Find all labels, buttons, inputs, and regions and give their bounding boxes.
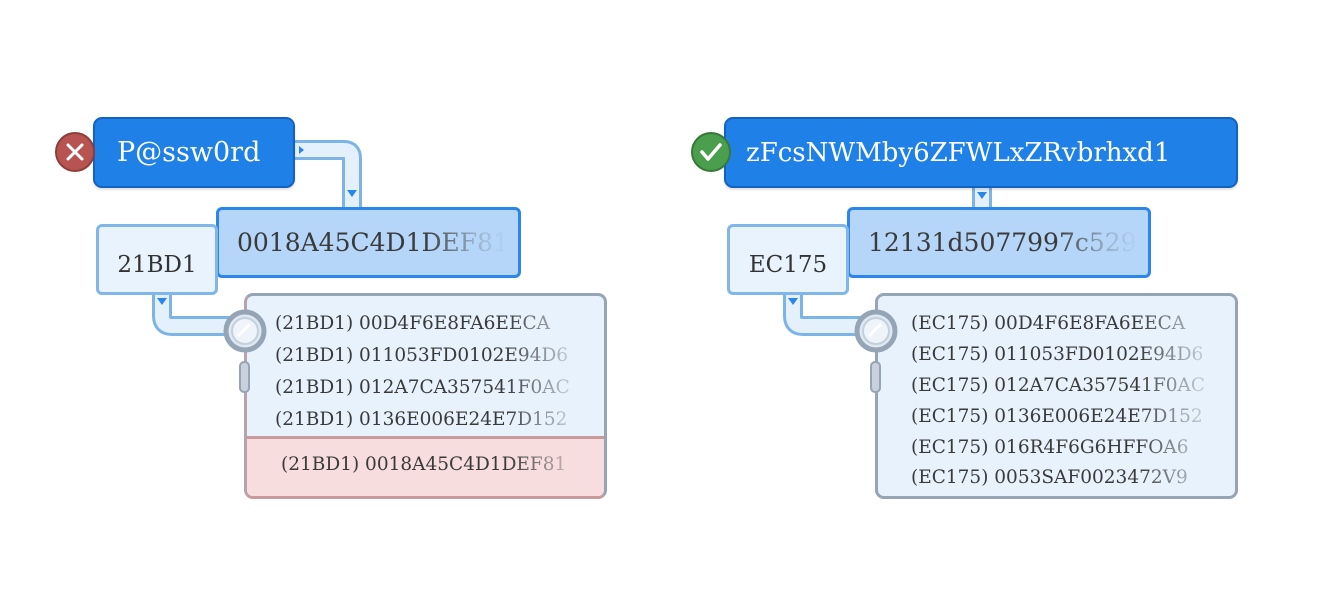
arrow-right-icon [299, 146, 304, 154]
arrow-down-icon [977, 192, 987, 199]
list-item: (EC175) 0053SAF0023472V9 [911, 467, 1188, 488]
password-text: P@ssw0rd [117, 137, 261, 168]
hash-lookup-list: (EC175) 00D4F6E8FA6EECA (EC175) 011053FD… [875, 293, 1238, 499]
list-item: (21BD1) 0136E006E24E7D152 [275, 409, 568, 430]
list-item: (EC175) 00D4F6E8FA6EECA [911, 313, 1186, 334]
salt-text: EC175 [748, 251, 828, 278]
matched-hash-text: (21BD1) 0018A45C4D1DEF81 [281, 454, 567, 475]
list-item: (EC175) 012A7CA357541F0AC [911, 375, 1205, 396]
hash-box: 12131d5077997c529 [847, 207, 1151, 278]
list-item: (EC175) 011053FD0102E94D6 [911, 344, 1204, 365]
matched-row: (21BD1) 0018A45C4D1DEF81 [247, 436, 604, 496]
magnifier-icon [854, 309, 898, 393]
connector-password-to-hash [294, 140, 362, 209]
password-box: zFcsNWMby6ZFWLxZRvbrhxd1 [724, 117, 1238, 188]
salt-box: 21BD1 [96, 224, 218, 295]
hash-text: 12131d5077997c529 [868, 228, 1137, 257]
connector-salt-to-search [152, 292, 232, 336]
x-icon [55, 132, 95, 172]
check-icon [691, 132, 731, 172]
hash-text: 0018A45C4D1DEF81 [237, 228, 507, 257]
hash-box: 0018A45C4D1DEF81 [216, 207, 521, 278]
arrow-down-icon [157, 298, 167, 305]
list-item: (21BD1) 011053FD0102E94D6 [275, 345, 569, 366]
list-item: (EC175) 0136E006E24E7D152 [911, 406, 1203, 427]
list-item: (21BD1) 012A7CA357541F0AC [275, 377, 570, 398]
connector-password-to-hash [972, 186, 992, 209]
salt-text: 21BD1 [117, 251, 197, 278]
connector-salt-to-search [783, 292, 863, 336]
salt-box: EC175 [727, 224, 849, 295]
hash-lookup-list: (21BD1) 00D4F6E8FA6EECA (21BD1) 011053FD… [244, 293, 607, 499]
magnifier-icon [223, 309, 267, 393]
list-item: (21BD1) 00D4F6E8FA6EECA [275, 313, 550, 334]
arrow-down-icon [347, 190, 357, 197]
password-text: zFcsNWMby6ZFWLxZRvbrhxd1 [746, 137, 1171, 168]
arrow-down-icon [788, 298, 798, 305]
list-item: (EC175) 016R4F6G6HFFOA6 [911, 437, 1189, 458]
password-box: P@ssw0rd [93, 117, 295, 188]
